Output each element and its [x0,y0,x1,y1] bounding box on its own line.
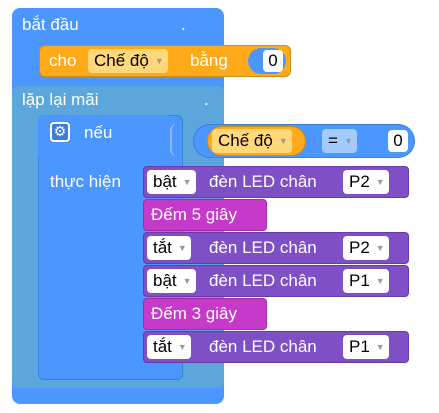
start-block-dot: . [181,15,186,34]
chevron-down-icon: ▼ [182,276,192,286]
pin-label: P1 [349,271,370,290]
action-dropdown[interactable]: bật ▼ [147,269,196,293]
action-dropdown[interactable]: tắt ▼ [147,335,191,359]
gear-icon[interactable]: gear-icon [50,122,70,142]
wait-block[interactable] [143,199,267,231]
action-label: tắt [153,337,172,356]
forever-loop-label: lặp lại mãi [22,90,99,109]
chevron-down-icon: ▼ [182,177,192,187]
gear-glyph: ⚙ [53,123,67,139]
condition-value-input[interactable]: 0 [388,130,408,152]
set-value-input[interactable]: 0 [263,50,283,72]
pin-dropdown[interactable]: P2 ▼ [343,170,389,194]
action-label: tắt [153,238,172,257]
set-bang-label: bằng [190,51,228,70]
wait-block[interactable] [143,298,267,330]
operator-dropdown[interactable]: = ▼ [322,129,357,153]
pin-dropdown[interactable]: P1 ▼ [343,269,389,293]
chevron-down-icon: ▼ [375,276,385,286]
pin-dropdown[interactable]: P1 ▼ [343,335,389,359]
variable-dropdown[interactable]: Chế độ ▼ [88,49,168,73]
operator-label: = [328,131,338,150]
chevron-down-icon: ▼ [177,342,187,352]
condition-slot [170,123,180,157]
condition-variable-dropdown[interactable]: Chế độ ▼ [212,129,292,153]
forever-loop-dot: . [204,90,209,109]
chevron-down-icon: ▼ [278,136,288,146]
action-dropdown[interactable]: tắt ▼ [147,236,191,260]
if-then-label: thực hiện [50,172,121,191]
chevron-down-icon: ▼ [375,177,385,187]
variable-dropdown-label: Chế độ [94,51,149,70]
chevron-down-icon: ▼ [154,56,164,66]
wait-text: Đếm 5 giây [151,205,237,224]
chevron-down-icon: ▼ [177,243,187,253]
action-label: bật [153,172,177,191]
condition-variable-label: Chế độ [218,131,273,150]
if-neu-label: nếu [84,123,113,142]
led-text: đèn LED chân [209,337,317,356]
pin-label: P2 [349,238,370,257]
action-dropdown[interactable]: bật ▼ [147,170,196,194]
chevron-down-icon: ▼ [375,342,385,352]
led-text: đèn LED chân [209,238,317,257]
set-cho-label: cho [49,51,77,70]
wait-text: Đếm 3 giây [151,304,237,323]
start-block-label: bắt đầu [22,15,79,34]
pin-label: P2 [349,172,370,191]
action-label: bật [153,271,177,290]
chevron-down-icon: ▼ [375,243,385,253]
pin-dropdown[interactable]: P2 ▼ [343,236,389,260]
chevron-down-icon: ▼ [343,136,353,146]
led-text: đèn LED chân [209,172,317,191]
led-text: đèn LED chân [209,271,317,290]
pin-label: P1 [349,337,370,356]
